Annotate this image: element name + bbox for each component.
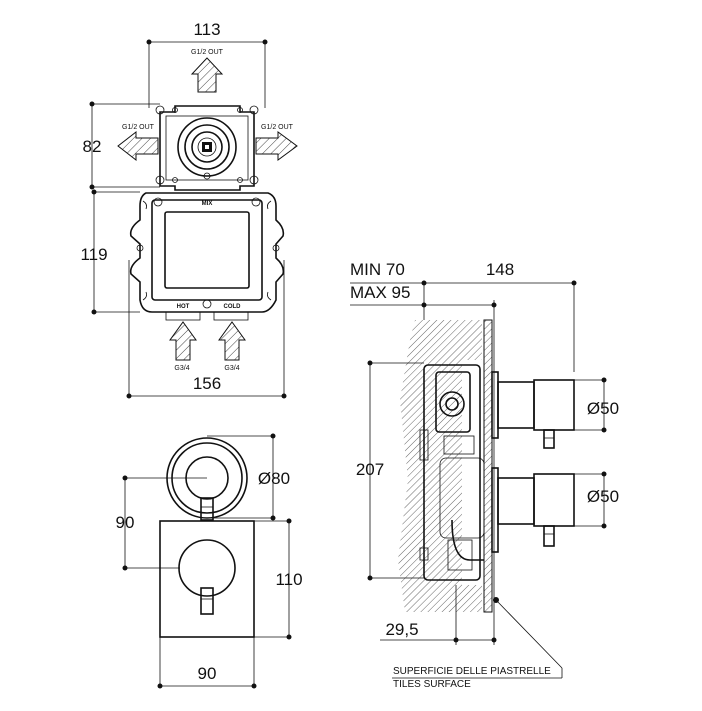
outlet-arrow-up-icon (190, 57, 224, 93)
side-width-label: 148 (486, 260, 514, 279)
tiles-surface-it: SUPERFICIE DELLE PIASTRELLE (393, 666, 551, 677)
side-height-label: 207 (356, 460, 384, 479)
side-view: MIN 70 MAX 95 148 (350, 260, 619, 690)
depth-label: 29,5 (385, 620, 418, 639)
hot-label: HOT (177, 304, 190, 310)
inlet-cold-size: G3/4 (224, 365, 239, 372)
front-width-label: 90 (198, 664, 217, 683)
outlet-top-label: G1/2 OUT (191, 49, 224, 56)
front-diameter-label: Ø80 (258, 469, 290, 488)
box-width-label: 156 (193, 374, 221, 393)
front-left-height-label: 90 (116, 513, 135, 532)
outlet-arrow-right-icon (255, 131, 298, 161)
front-view: Ø80 90 110 90 (116, 433, 303, 689)
box-height-label: 119 (80, 245, 107, 264)
inlet-arrow-hot-icon (169, 321, 197, 361)
box-view: 119 MIX HOT COLD G3/4 G3/4 (80, 189, 287, 399)
bottom-handle-diameter-label: Ø50 (587, 487, 619, 506)
top-width-label: 113 (193, 20, 220, 39)
inlet-arrow-cold-icon (218, 321, 246, 361)
tiles-surface-en: TILES SURFACE (393, 679, 471, 690)
max-depth-label: MAX 95 (350, 283, 410, 302)
outlet-right-label: G1/2 OUT (261, 124, 294, 131)
front-right-height-label: 110 (275, 570, 302, 589)
top-handle-diameter-label: Ø50 (587, 399, 619, 418)
min-depth-label: MIN 70 (350, 260, 405, 279)
top-view: 113 82 G1/2 OUT G1/2 (83, 20, 298, 191)
cold-label: COLD (224, 304, 242, 310)
mix-label: MIX (202, 201, 213, 207)
top-height-label: 82 (83, 137, 102, 156)
outlet-left-label: G1/2 OUT (122, 124, 155, 131)
inlet-hot-size: G3/4 (174, 365, 189, 372)
outlet-arrow-left-icon (117, 130, 159, 162)
